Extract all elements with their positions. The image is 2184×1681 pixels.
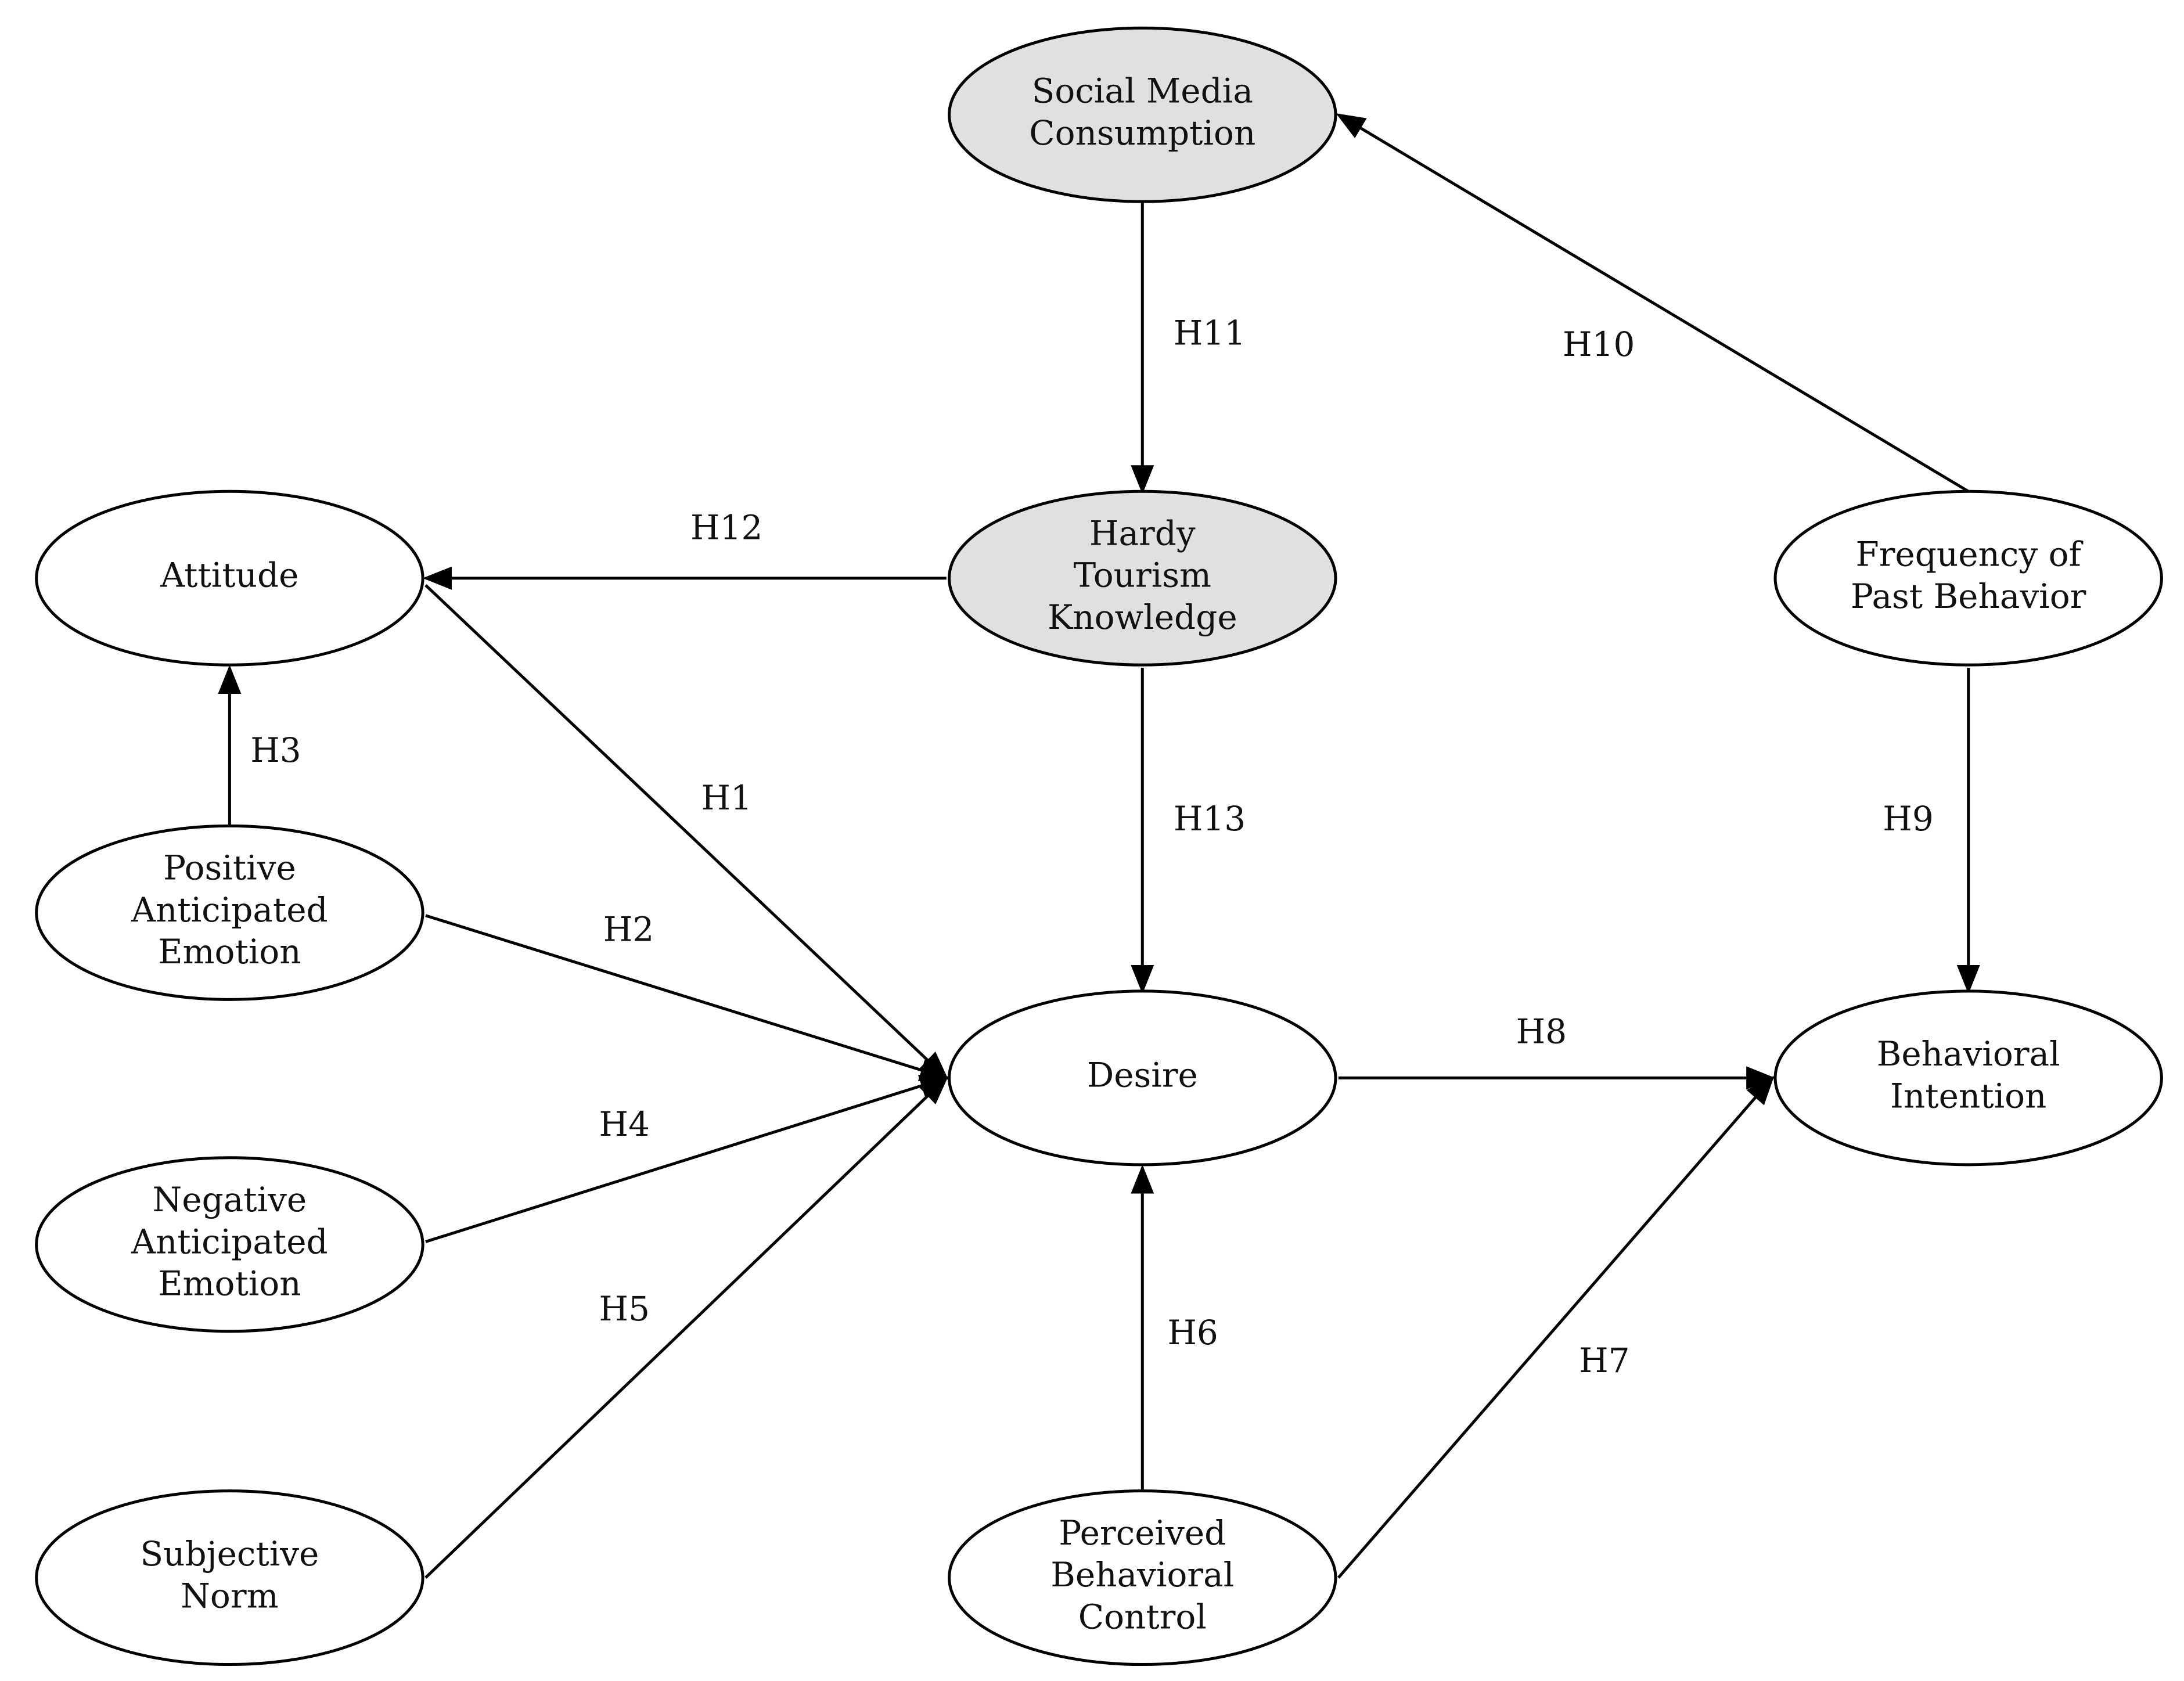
node-smc-ellipse: [948, 26, 1337, 203]
node-nae-ellipse: [35, 1156, 424, 1333]
edge-label-h9: H9: [1883, 799, 1933, 838]
edge-label-h6: H6: [1167, 1313, 1218, 1352]
node-fpb-label-line: Past Behavior: [1851, 577, 2086, 616]
node-bi-ellipse: [1773, 989, 2163, 1167]
node-att-label-line: Attitude: [160, 556, 298, 595]
edge-label-h8: H8: [1516, 1012, 1567, 1052]
edge-label-h3: H3: [250, 730, 301, 770]
node-att-ellipse: [35, 489, 424, 667]
nodes-layer: Social MediaConsumptionHardyTourismKnowl…: [35, 26, 2163, 1666]
node-nae-label-line: Emotion: [158, 1264, 301, 1304]
edge-label-h7: H7: [1579, 1341, 1629, 1380]
node-bi-label-line: Behavioral: [1877, 1034, 2060, 1074]
node-smc-label-line: Consumption: [1029, 113, 1255, 153]
node-pae-label-line: Anticipated: [131, 890, 328, 930]
edge-h5-arrow: [424, 1075, 949, 1579]
edge-label-h4: H4: [599, 1104, 650, 1144]
node-sn-label-line: Norm: [181, 1576, 278, 1615]
node-htk-ellipse: [948, 489, 1337, 667]
node-pbc-ellipse: [948, 1489, 1337, 1666]
edge-label-h2: H2: [603, 910, 654, 949]
edge-h10-arrow: [1336, 113, 1970, 493]
edge-label-h13: H13: [1174, 799, 1246, 838]
node-pbc-label-line: Behavioral: [1050, 1555, 1234, 1594]
edge-label-h1: H1: [701, 778, 752, 818]
node-smc-label-line: Social Media: [1032, 71, 1253, 111]
edge-h2-arrow: [425, 914, 949, 1082]
node-sn-label-line: Subjective: [140, 1534, 319, 1574]
node-htk-label-line: Tourism: [1074, 556, 1212, 595]
node-nae-label-line: Negative: [153, 1180, 307, 1219]
node-fpb-ellipse: [1773, 489, 2163, 667]
edge-label-h10: H10: [1563, 325, 1635, 364]
node-des-ellipse: [948, 989, 1337, 1167]
edge-label-h5: H5: [599, 1289, 650, 1329]
node-htk-label-line: Knowledge: [1048, 597, 1237, 637]
node-att: Attitude: [35, 489, 424, 667]
edge-h1-arrow: [424, 584, 949, 1080]
node-sn-ellipse: [35, 1489, 424, 1666]
edge-label-h12: H12: [690, 508, 762, 548]
node-nae-label-line: Anticipated: [131, 1222, 328, 1261]
node-des: Desire: [948, 989, 1337, 1167]
edges-layer: [218, 113, 1980, 1579]
node-bi-label-line: Intention: [1890, 1077, 2046, 1116]
node-des-label-line: Desire: [1087, 1055, 1198, 1095]
node-pbc-label-line: Perceived: [1059, 1513, 1226, 1553]
edge-h4-arrow: [425, 1074, 949, 1243]
edge-h7-arrow: [1337, 1075, 1775, 1579]
node-pbc-label-line: Control: [1078, 1597, 1207, 1636]
node-htk-label-line: Hardy: [1089, 513, 1196, 553]
node-pae-ellipse: [35, 824, 424, 1001]
node-pae-label-line: Positive: [163, 848, 296, 888]
node-pae-label-line: Emotion: [158, 932, 301, 971]
edge-label-h11: H11: [1174, 314, 1246, 353]
node-fpb-label-line: Frequency of: [1855, 535, 2083, 574]
